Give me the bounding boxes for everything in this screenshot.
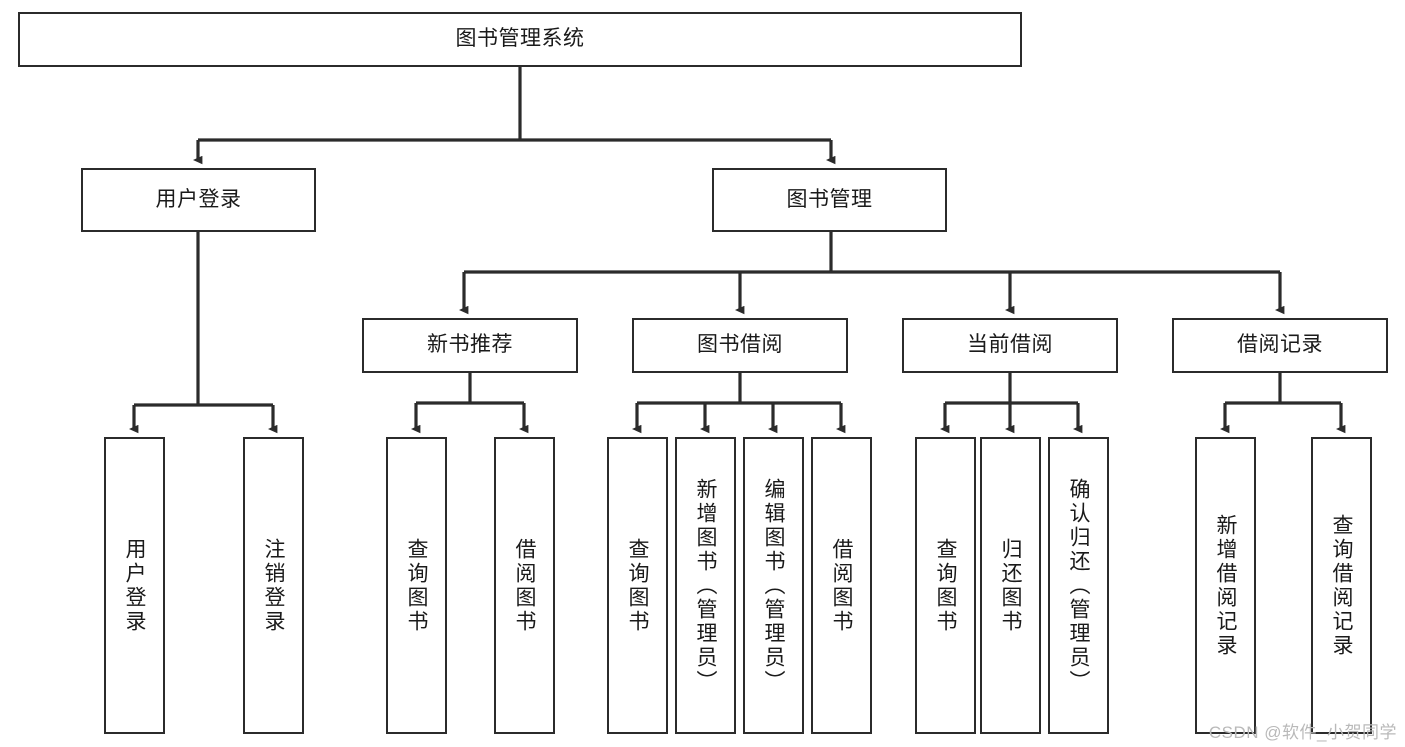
node-book-borrow[interactable]: 图书借阅 [632, 318, 848, 373]
node-label: 查询图书 [405, 537, 428, 634]
node-new-book-recommend[interactable]: 新书推荐 [362, 318, 578, 373]
node-label: 新书推荐 [427, 333, 513, 357]
leaf-add-book-admin[interactable]: 新增图书（管理员） [675, 437, 736, 734]
node-label: 借阅记录 [1237, 333, 1323, 357]
leaf-add-borrow-record[interactable]: 新增借阅记录 [1195, 437, 1256, 734]
leaf-return-book[interactable]: 归还图书 [980, 437, 1041, 734]
node-label: 查询借阅记录 [1330, 513, 1353, 658]
csdn-watermark: CSDN @软件_小贺同学 [1208, 723, 1397, 742]
node-root-library-system[interactable]: 图书管理系统 [18, 12, 1022, 67]
node-label: 图书管理系统 [455, 27, 585, 51]
node-label: 图书管理 [786, 187, 873, 211]
node-label: 借阅图书 [513, 537, 536, 634]
node-label: 新增图书（管理员） [694, 477, 717, 694]
leaf-confirm-return-admin[interactable]: 确认归还（管理员） [1048, 437, 1109, 734]
node-label: 编辑图书（管理员） [762, 477, 785, 694]
node-current-borrow[interactable]: 当前借阅 [902, 318, 1118, 373]
node-label: 当前借阅 [967, 333, 1053, 357]
node-label: 图书借阅 [697, 333, 783, 357]
node-label: 新增借阅记录 [1214, 513, 1237, 658]
node-label: 注销登录 [262, 537, 285, 634]
leaf-query-borrow-record[interactable]: 查询借阅记录 [1311, 437, 1372, 734]
node-book-management[interactable]: 图书管理 [712, 168, 947, 232]
leaf-query-book-current[interactable]: 查询图书 [915, 437, 976, 734]
leaf-query-book-new-recommend[interactable]: 查询图书 [386, 437, 447, 734]
leaf-edit-book-admin[interactable]: 编辑图书（管理员） [743, 437, 804, 734]
node-label: 用户登录 [155, 187, 242, 211]
node-label: 借阅图书 [830, 537, 853, 634]
leaf-borrow-book-new-recommend[interactable]: 借阅图书 [494, 437, 555, 734]
leaf-query-book-borrow[interactable]: 查询图书 [607, 437, 668, 734]
node-borrow-record[interactable]: 借阅记录 [1172, 318, 1388, 373]
node-label: 查询图书 [934, 537, 957, 634]
node-user-login[interactable]: 用户登录 [81, 168, 316, 232]
node-label: 查询图书 [626, 537, 649, 634]
node-label: 确认归还（管理员） [1067, 477, 1090, 694]
leaf-borrow-book[interactable]: 借阅图书 [811, 437, 872, 734]
leaf-user-login[interactable]: 用户登录 [104, 437, 165, 734]
leaf-logout[interactable]: 注销登录 [243, 437, 304, 734]
node-label: 归还图书 [999, 537, 1022, 634]
node-label: 用户登录 [123, 537, 146, 634]
